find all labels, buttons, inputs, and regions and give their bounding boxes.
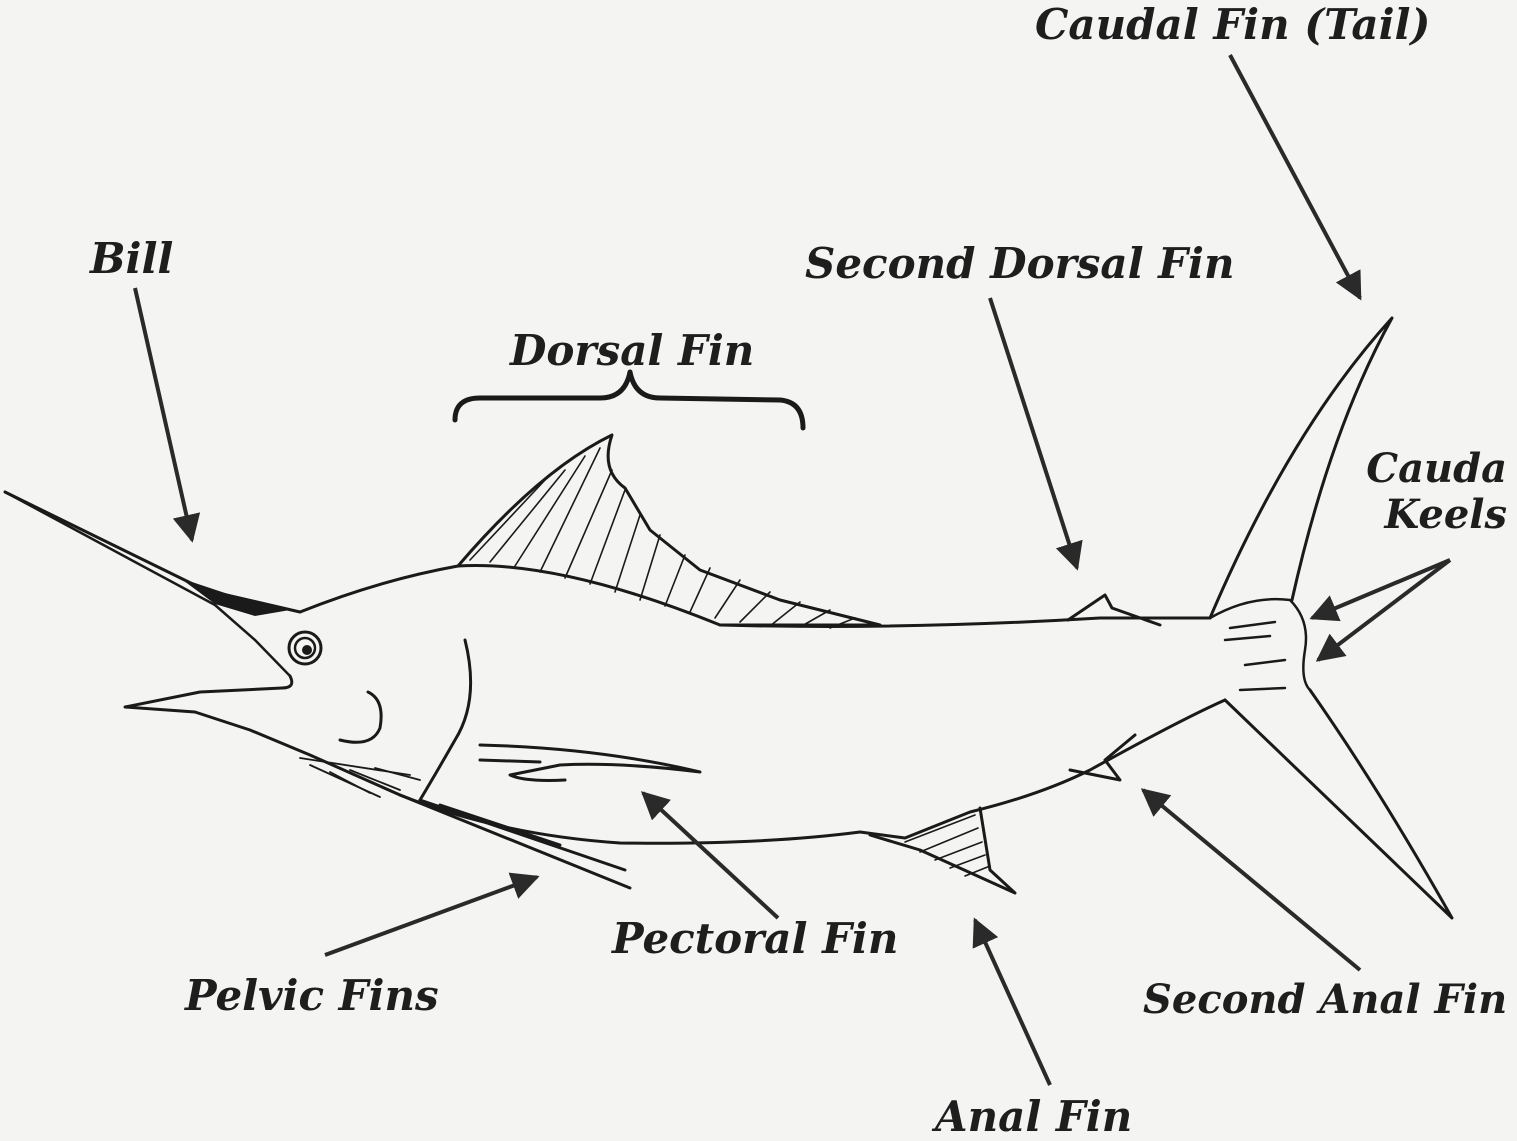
arrow-pelvic-fins (325, 877, 537, 955)
arrow-caudal-fin (1230, 55, 1360, 298)
dorsal-fin-shape (458, 435, 880, 628)
lower-jaw (125, 676, 400, 795)
dorsal-fin-brace (455, 372, 803, 428)
label-caudal-fin: Caudal Fin (Tail) (1035, 4, 1430, 46)
label-second-anal-fin: Second Anal Fin (1143, 980, 1507, 1020)
eye (289, 632, 321, 664)
arrow-second-anal-fin (1143, 790, 1360, 970)
label-second-dorsal-fin: Second Dorsal Fin (805, 243, 1234, 285)
second-anal-fin-shape (1070, 735, 1135, 780)
caudal-keels-shape (1210, 599, 1310, 690)
anal-fin-shape (870, 808, 1015, 893)
label-caudal-keels-line2: Keels (1352, 492, 1507, 538)
label-pelvic-fins: Pelvic Fins (185, 975, 439, 1017)
arrow-second-dorsal-fin (990, 298, 1077, 568)
bill-shape (5, 492, 300, 676)
marlin-illustration (5, 318, 1452, 918)
arrow-caudal-keel-lower (1318, 560, 1450, 660)
gill-cover (340, 692, 381, 742)
label-pectoral-fin: Pectoral Fin (612, 918, 898, 960)
label-caudal-keels-line1: Cauda (1352, 446, 1507, 492)
arrow-anal-fin (975, 920, 1050, 1085)
arrow-pectoral-fin (643, 793, 778, 918)
pectoral-fin-shape (480, 745, 700, 780)
label-bill: Bill (90, 238, 173, 280)
caudal-fin-shape (1210, 318, 1452, 918)
arrow-bill (135, 288, 192, 540)
label-dorsal-fin: Dorsal Fin (510, 330, 754, 372)
label-anal-fin: Anal Fin (935, 1096, 1132, 1138)
label-caudal-keels: Cauda Keels (1352, 446, 1507, 538)
arrow-caudal-keel-upper (1312, 560, 1450, 618)
